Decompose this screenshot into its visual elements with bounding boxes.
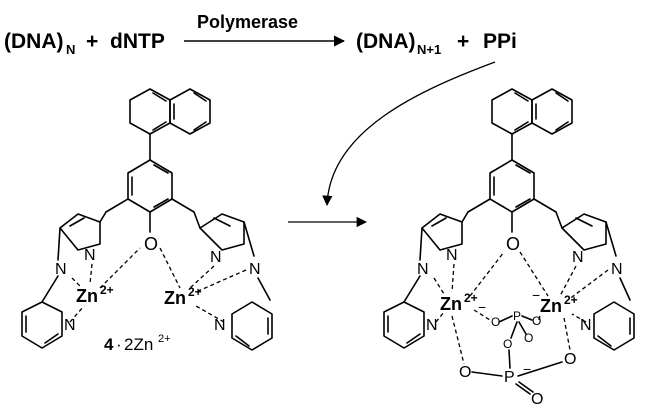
pp-p-1: P xyxy=(513,309,521,323)
product-dna: (DNA) xyxy=(356,30,415,53)
pyridine-n-left: N xyxy=(64,317,76,334)
zn-right-1: Zn xyxy=(440,294,462,314)
product-subscript: N+1 xyxy=(417,42,441,57)
ppi-label: PPi xyxy=(483,30,517,53)
reactant-subscript: N xyxy=(66,42,75,57)
minus-1: − xyxy=(478,299,486,315)
zn-right-2: Zn xyxy=(540,296,562,316)
phenol-ring-right xyxy=(489,159,535,213)
enzyme-label: Polymerase xyxy=(197,12,298,32)
pp-o-3: O xyxy=(503,337,512,351)
pyrazole-n-left: N xyxy=(84,247,96,264)
pyrazole-n-left-r: N xyxy=(446,247,458,264)
phenolate-oxygen-left: O xyxy=(144,234,158,254)
zn-right-1-charge: 2+ xyxy=(464,291,478,305)
phenol-ring-left xyxy=(127,159,173,213)
pp-p-2: P xyxy=(504,369,515,386)
right-complex: O N N N N N N xyxy=(383,88,635,408)
plus-sign-2: + xyxy=(457,30,469,53)
zn-left-2: Zn xyxy=(164,288,186,308)
minus-2: − xyxy=(532,287,540,303)
pp-o-bridge-left: O xyxy=(459,364,471,381)
pyridine-n-right-r: N xyxy=(580,317,592,334)
left-arm-right: N N N xyxy=(383,211,469,349)
zn-left-1-charge: 2+ xyxy=(100,283,114,297)
pp-o-bridge-right: O xyxy=(564,351,576,368)
pp-o-1: O xyxy=(491,315,500,329)
zn-left-2-charge: 2+ xyxy=(188,285,202,299)
pyrophosphate: O P O O O O O P O − xyxy=(459,309,576,408)
complex-number: 4 xyxy=(104,335,114,354)
complex-charge: 2+ xyxy=(158,333,171,345)
ppi-curved-arrow xyxy=(322,61,496,207)
zn-right-2-charge: 2+ xyxy=(564,293,578,307)
pyrazole-n-right: N xyxy=(210,249,222,266)
phenolate-oxygen-right: O xyxy=(506,234,520,254)
pp-o-terminal: O xyxy=(531,391,543,408)
plus-sign: + xyxy=(86,30,98,53)
naphthalene-right xyxy=(491,88,573,135)
right-arm-left: N N N xyxy=(193,211,273,351)
pyrazole-n-right-r: N xyxy=(572,249,584,266)
right-arm-right: N N N xyxy=(555,211,635,351)
pp-o-4: O xyxy=(524,331,533,345)
dntp-label: dNTP xyxy=(110,30,165,53)
complex-dot: · xyxy=(116,335,122,354)
complex-zn: 2Zn xyxy=(124,335,153,354)
amine-n-right-r: N xyxy=(611,261,623,278)
pyridine-n-right: N xyxy=(214,317,226,334)
amine-n-left: N xyxy=(55,261,67,278)
reactant-dna: (DNA) xyxy=(4,30,63,53)
amine-n-right: N xyxy=(249,261,261,278)
pp-minus-3: − xyxy=(523,361,531,377)
amine-n-left-r: N xyxy=(417,261,429,278)
left-complex: O N N N N N xyxy=(21,88,273,354)
left-arm-left: N N N xyxy=(21,211,107,349)
polymerase-equation: (DNA) N + dNTP Polymerase (DNA) N+1 + PP… xyxy=(4,12,517,57)
naphthalene-left xyxy=(129,88,211,135)
pp-o-2: O xyxy=(532,314,541,328)
zn-left-1: Zn xyxy=(76,286,98,306)
pyridine-n-left-r: N xyxy=(426,317,438,334)
